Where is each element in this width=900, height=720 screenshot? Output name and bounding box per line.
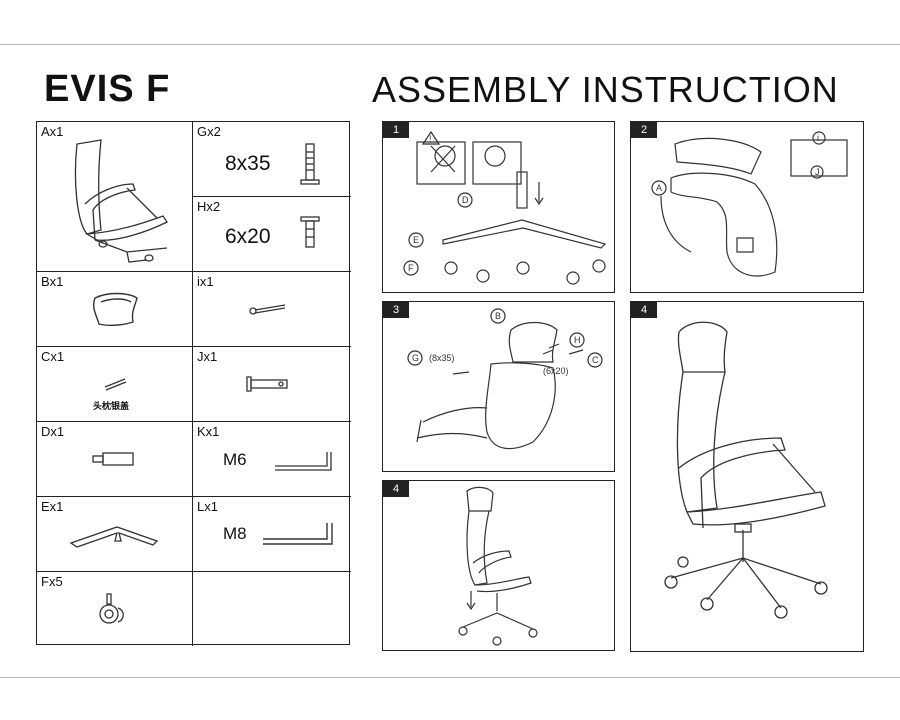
part-cell-g: Gx2 8x35 <box>193 122 351 197</box>
step-1-panel: 1 ! D E F <box>382 121 615 293</box>
chair-base-icon <box>69 526 159 548</box>
part-cell-a: Ax1 <box>37 122 193 272</box>
part-cell-h: Hx2 6x20 <box>193 197 351 272</box>
bolt-icon <box>300 143 320 185</box>
allen-key-icon <box>275 452 332 471</box>
allen-key-icon <box>263 523 333 545</box>
caster-icon <box>99 593 124 624</box>
part-cell-c: Cx1 头枕银盖 <box>37 347 193 422</box>
callout-b: B <box>495 311 501 321</box>
callout-d: D <box>462 195 469 205</box>
parts-list: Ax1 Gx2 8x35 Hx2 <box>36 121 351 646</box>
step-number: 4 <box>631 302 657 318</box>
step-number: 2 <box>631 122 657 138</box>
step-number: 1 <box>383 122 409 138</box>
callout-f: F <box>408 263 414 273</box>
step-number: 3 <box>383 302 409 318</box>
part-label: Cx1 <box>41 349 65 364</box>
callout-e: E <box>413 235 419 245</box>
callout-h: H <box>574 335 581 345</box>
part-cell-j: Jx1 <box>193 347 351 422</box>
part-note: 头枕银盖 <box>93 401 130 411</box>
pin-icon <box>246 376 288 392</box>
step-1-illustration: ! D E F <box>403 130 607 285</box>
document-title: ASSEMBLY INSTRUCTION <box>372 69 839 110</box>
callout-j: J <box>815 167 820 177</box>
step-2-illustration: A i J <box>651 131 848 277</box>
cover-cap-icon <box>104 378 127 391</box>
part-label: Lx1 <box>197 499 218 514</box>
part-label: Ax1 <box>41 124 64 139</box>
part-label: Ex1 <box>41 499 64 514</box>
model-name: EVIS F <box>44 68 171 110</box>
callout-i: i <box>817 133 819 143</box>
part-size: 8x35 <box>225 152 271 175</box>
part-label: Dx1 <box>41 424 65 439</box>
svg-text:!: ! <box>429 134 432 144</box>
step-3-illustration: B G H C (8x35) (6x20) <box>407 308 603 450</box>
step-number: 4 <box>383 481 409 497</box>
part-label: Gx2 <box>197 124 221 139</box>
step-4-small-panel: 4 <box>382 480 615 651</box>
part-cell-f: Fx5 <box>37 572 193 646</box>
part-size: 6x20 <box>225 225 271 248</box>
step-4-large-illustration <box>664 321 828 619</box>
bolt-icon <box>300 216 320 248</box>
callout-c: C <box>592 355 599 365</box>
part-cell-e: Ex1 <box>37 497 193 572</box>
callout-g: G <box>412 353 419 363</box>
size-label-8x35: (8x35) <box>429 353 455 363</box>
cotter-pin-icon <box>249 304 286 315</box>
part-cell-empty <box>193 572 351 646</box>
part-label: Hx2 <box>197 199 221 214</box>
step-2-panel: 2 A i J <box>630 121 864 293</box>
size-label-6x20: (6x20) <box>543 366 569 376</box>
instruction-sheet <box>0 44 900 678</box>
office-chair-illustration <box>74 139 168 263</box>
part-label: Bx1 <box>41 274 64 289</box>
gas-lift-icon <box>92 452 134 466</box>
part-label: Jx1 <box>197 349 218 364</box>
headrest-icon <box>92 292 138 327</box>
part-size: M6 <box>223 450 247 469</box>
step-3-panel: 3 B G H C (8x35) (6x20) <box>382 301 615 472</box>
part-cell-i: ix1 <box>193 272 351 347</box>
part-cell-k: Kx1 M6 <box>193 422 351 497</box>
part-cell-l: Lx1 M8 <box>193 497 351 572</box>
part-label: Kx1 <box>197 424 220 439</box>
part-size: M8 <box>223 524 247 543</box>
part-label: Fx5 <box>41 574 63 589</box>
part-cell-d: Dx1 <box>37 422 193 497</box>
part-cell-b: Bx1 <box>37 272 193 347</box>
part-label: ix1 <box>197 274 214 289</box>
step-4-large-panel: 4 <box>630 301 864 652</box>
callout-a: A <box>656 183 662 193</box>
step-4-small-illustration <box>458 486 538 646</box>
